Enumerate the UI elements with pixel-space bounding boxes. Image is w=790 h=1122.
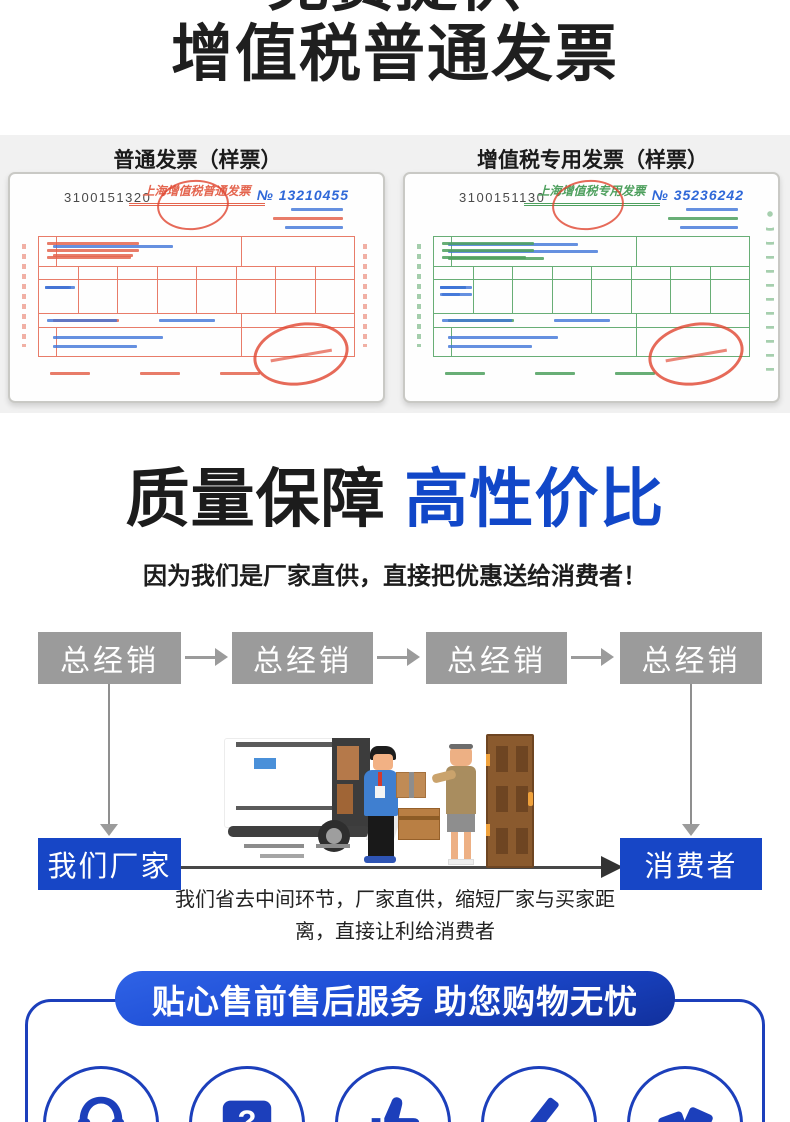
page-title-line2: 增值税普通发票 xyxy=(170,20,619,89)
ordinary-invoice-image: 3100151320 上海增值税普通发票 № 13210455 xyxy=(8,172,385,403)
invoice-serial: 3100151130 xyxy=(459,190,546,205)
thumbs-up-icon xyxy=(371,1097,420,1122)
distributor-box-3: 总经销 xyxy=(426,632,567,684)
invoice-title: 上海增值税专用发票 xyxy=(523,182,660,206)
distributor-box-4: 总经销 xyxy=(620,632,762,684)
invoice-sample-section: 普通发票（样票） 增值税专用发票（样票） 3100151320 上海增值税普通发… xyxy=(0,135,790,413)
connector-line xyxy=(108,684,110,826)
ordinary-invoice-label: 普通发票（样票） xyxy=(113,149,282,172)
distributor-box-2: 总经销 xyxy=(232,632,373,684)
invoice-edge-text xyxy=(22,244,26,347)
down-arrow-icon xyxy=(100,824,118,836)
right-arrow-icon xyxy=(571,648,614,666)
factory-to-consumer-arrow xyxy=(181,856,623,878)
invoice-number: № 13210455 xyxy=(256,187,349,203)
consumer-box: 消费者 xyxy=(620,838,762,890)
package-icon xyxy=(658,1107,713,1122)
page-title: 免费提供 增值税普通发票 xyxy=(0,0,790,90)
vat-invoice-image: 3100151130 上海增值税专用发票 № 35236242 xyxy=(403,172,780,403)
flow-caption: 我们省去中间环节，厂家直供，缩短厂家与买家距离，直接让利给消费者 xyxy=(175,889,615,943)
factory-box: 我们厂家 xyxy=(38,838,181,890)
quality-heading-blue: 高性价比 xyxy=(404,463,665,535)
quality-heading-black: 质量保障 xyxy=(125,463,386,535)
quality-subtitle: 因为我们是厂家直供，直接把优惠送给消费者！ xyxy=(143,563,647,590)
service-banner: 贴心售前售后服务 助您购物无忧 xyxy=(115,971,675,1026)
perforation-edge xyxy=(766,208,774,377)
invoice-edge-text xyxy=(417,244,421,347)
delivery-illustration xyxy=(220,728,560,870)
page-title-line1: 免费提供 xyxy=(0,0,790,20)
svg-text:?: ? xyxy=(238,1104,257,1122)
connector-line xyxy=(690,684,692,826)
invoice-edge-text xyxy=(363,244,367,347)
invoice-grid xyxy=(433,236,750,357)
vat-invoice-label: 增值税专用发票（样票） xyxy=(477,149,708,172)
invoice-title: 上海增值税普通发票 xyxy=(128,182,265,206)
package-box xyxy=(398,808,440,840)
right-arrow-icon xyxy=(185,648,228,666)
pencil-icon xyxy=(529,1097,559,1122)
headset-icon xyxy=(77,1096,125,1122)
quality-heading: 质量保障 高性价比 xyxy=(0,448,790,540)
invoice-number: № 35236242 xyxy=(651,187,744,203)
distributor-box-1: 总经销 xyxy=(38,632,181,684)
down-arrow-icon xyxy=(682,824,700,836)
question-icon: ? xyxy=(222,1100,272,1122)
invoice-serial: 3100151320 xyxy=(64,190,152,205)
right-arrow-icon xyxy=(377,648,420,666)
invoice-grid xyxy=(38,236,355,357)
